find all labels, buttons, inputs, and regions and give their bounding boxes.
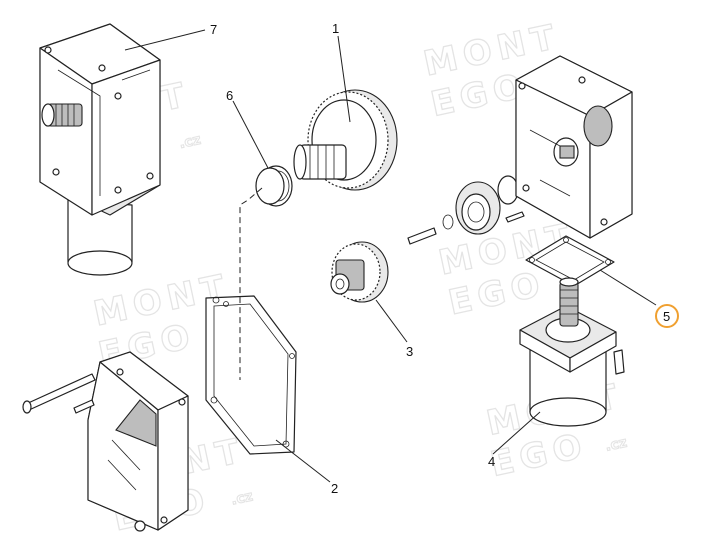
- leader-line-1: [337, 35, 351, 123]
- assembly-dash-line: [239, 187, 263, 380]
- bearing-and-rings: [442, 175, 525, 235]
- callout-6[interactable]: 6: [226, 88, 233, 103]
- part-1-gear-shaft: [293, 89, 398, 191]
- svg-text:.cz: .cz: [230, 488, 255, 508]
- part-3-pinion-gear: [330, 227, 437, 303]
- callout-5[interactable]: 5: [663, 309, 670, 324]
- leader-line-2: [275, 439, 331, 483]
- callout-5-highlight[interactable]: 5: [655, 304, 679, 328]
- leader-line-3: [375, 299, 408, 343]
- callout-3[interactable]: 3: [406, 344, 413, 359]
- part-6-seal-ring: [255, 165, 293, 207]
- svg-text:.cz: .cz: [178, 132, 203, 152]
- open-gear-housing: [515, 55, 633, 239]
- part-2-cover-gasket: [205, 295, 297, 455]
- cover-body: [22, 351, 189, 532]
- leader-line-7: [124, 29, 206, 51]
- callout-4[interactable]: 4: [488, 454, 495, 469]
- callout-1[interactable]: 1: [332, 21, 339, 36]
- part-7-assembled-gearbox: [39, 23, 161, 276]
- leader-line-6: [232, 100, 269, 169]
- callout-7[interactable]: 7: [210, 22, 217, 37]
- svg-text:.cz: .cz: [604, 435, 629, 455]
- leader-line-5: [599, 269, 657, 306]
- leader-line-4: [492, 411, 541, 455]
- part-4-motor: [519, 277, 625, 427]
- callout-2[interactable]: 2: [331, 481, 338, 496]
